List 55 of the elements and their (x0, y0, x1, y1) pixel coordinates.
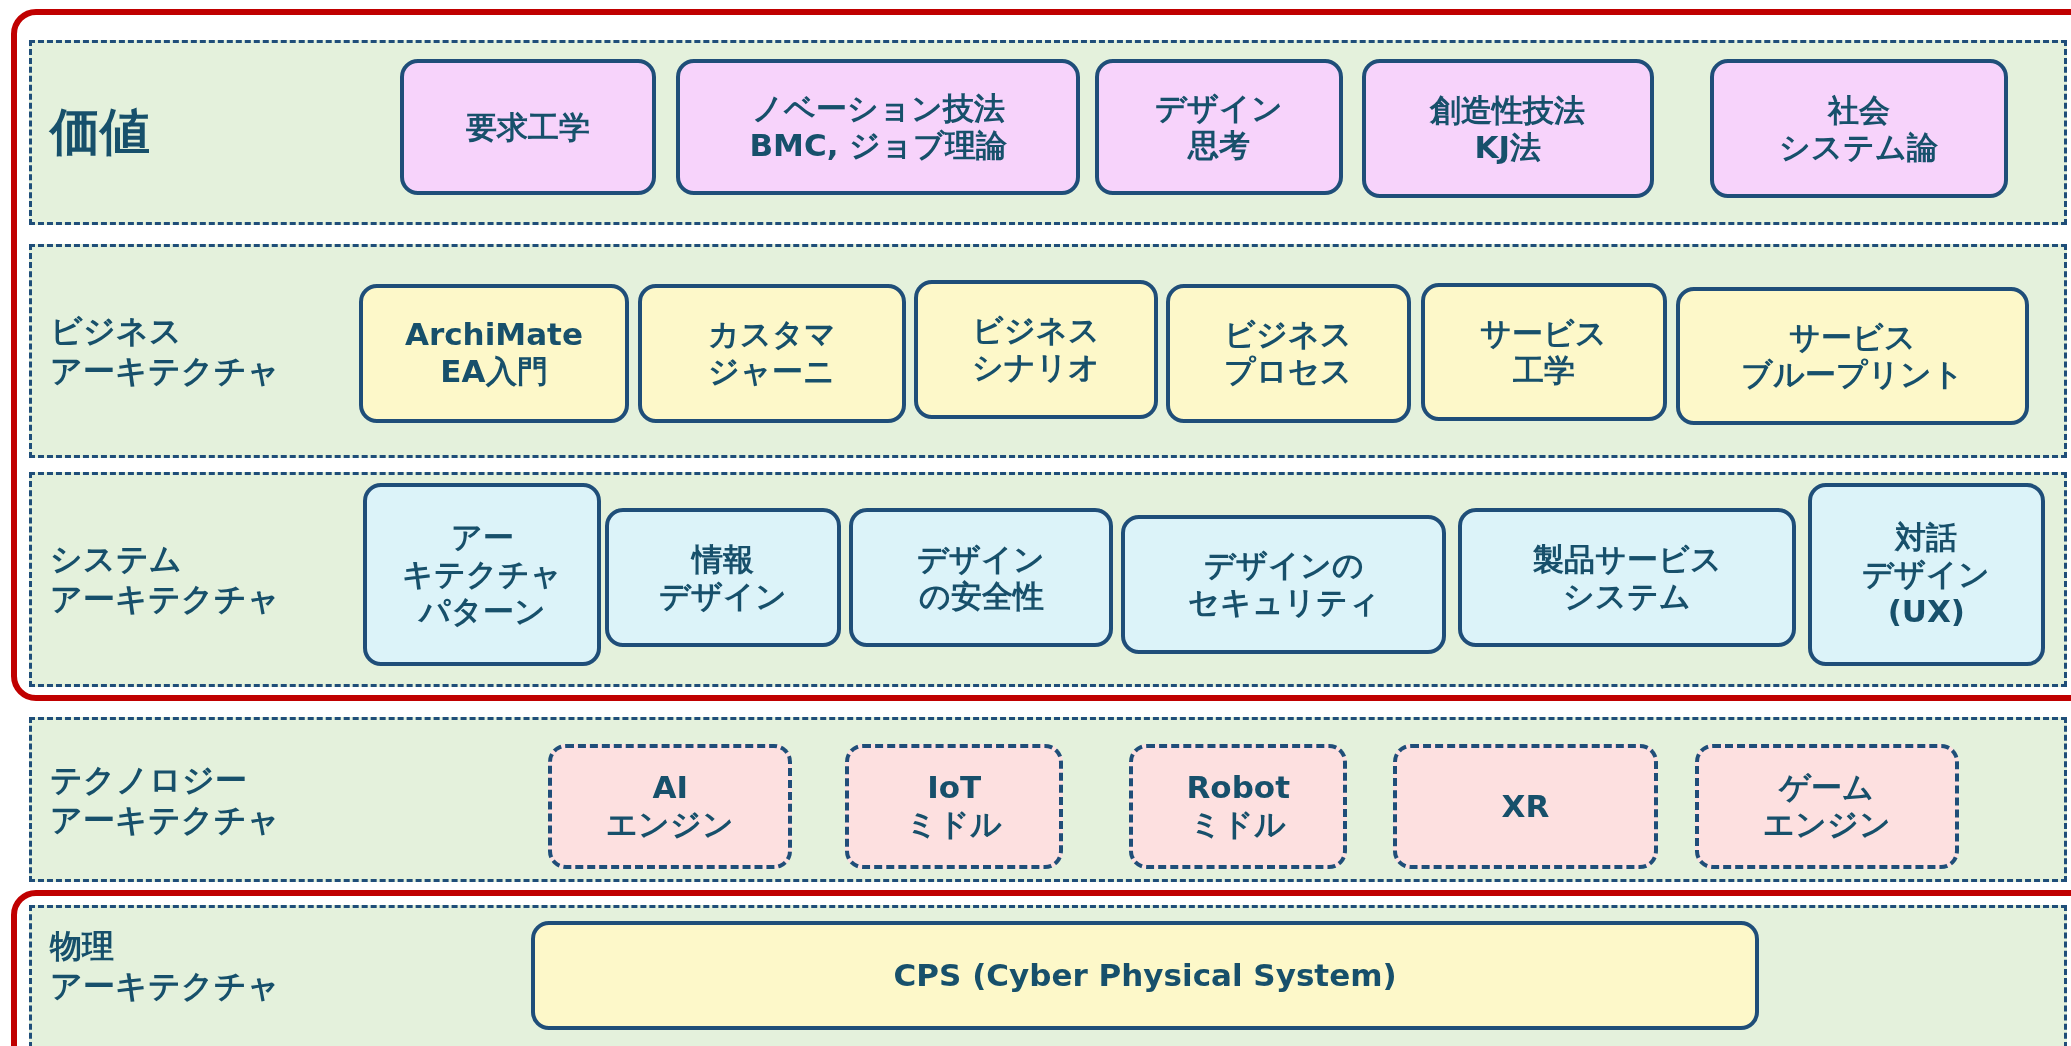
topic-box (604, 508, 842, 648)
topic-box (1166, 283, 1411, 423)
topic-box (1121, 515, 1447, 654)
topic-label: ノベーション技法BMC, ジョブ理論 (749, 90, 1008, 165)
topic-box (1421, 282, 1667, 422)
topic-label: デザイン思考 (1155, 90, 1284, 165)
topic-label: 社会システム論 (1779, 91, 1939, 166)
topic-label: 対話デザイン(UX) (1862, 518, 1991, 631)
layer-heading: テクノロジーアーキテクチャ (50, 759, 281, 840)
layer-heading: システムアーキテクチャ (50, 539, 281, 619)
topic-label: サービス工学 (1480, 314, 1608, 390)
layer-heading: 物理アーキテクチャ (50, 925, 281, 1006)
topic-label: Robotミドル (1186, 769, 1290, 844)
topic-label: 製品サービスシステム (1532, 540, 1722, 615)
topic-label: サービスブループリント (1740, 318, 1964, 394)
topic-label: AIエンジン (606, 769, 735, 844)
topic-box (1361, 59, 1654, 199)
topic-box (1458, 508, 1797, 648)
layer-band (29, 471, 2067, 687)
layer-band (29, 244, 2067, 459)
topic-label: ビジネスプロセス (1224, 316, 1353, 391)
topic-box (1710, 59, 2008, 199)
topic-label: デザインのセキュリティ (1187, 547, 1380, 622)
topic-label: 創造性技法KJ法 (1430, 91, 1586, 166)
topic-box (913, 280, 1159, 419)
topic-box (1808, 483, 2045, 666)
topic-box (1694, 743, 1959, 870)
topic-label: カスタマジャーニ (707, 316, 836, 391)
topic-box (400, 59, 657, 196)
topic-box (637, 283, 907, 423)
topic-box (363, 483, 601, 666)
layer-band (29, 717, 2067, 883)
topic-label: ArchiMate EA入門 (404, 316, 583, 391)
topic-box (1129, 743, 1348, 870)
layer-heading: 価値 (50, 101, 151, 163)
topic-label: IoTミドル (906, 769, 1003, 844)
topic-label: CPS (Cyber Physical System) (893, 956, 1397, 994)
topic-label: アーキテクチャパターン (402, 518, 563, 631)
topic-label: 要求工学 (466, 108, 591, 146)
topic-label: XR (1501, 787, 1550, 825)
topic-box (676, 59, 1081, 196)
topic-label: デザインの安全性 (917, 540, 1046, 615)
topic-box (530, 920, 1760, 1031)
topic-label: ビジネスシナリオ (972, 312, 1101, 387)
layer-band (29, 39, 2067, 225)
topic-box (1094, 59, 1344, 196)
topic-box (849, 508, 1114, 648)
topic-label: ゲームエンジン (1762, 769, 1891, 844)
topic-box (548, 743, 793, 870)
topic-box (1676, 286, 2029, 426)
topic-label: 情報デザイン (659, 540, 788, 615)
topic-box (845, 743, 1064, 870)
topic-box (1393, 743, 1658, 870)
layer-heading: ビジネスアーキテクチャ (50, 311, 281, 392)
topic-box (359, 283, 629, 423)
